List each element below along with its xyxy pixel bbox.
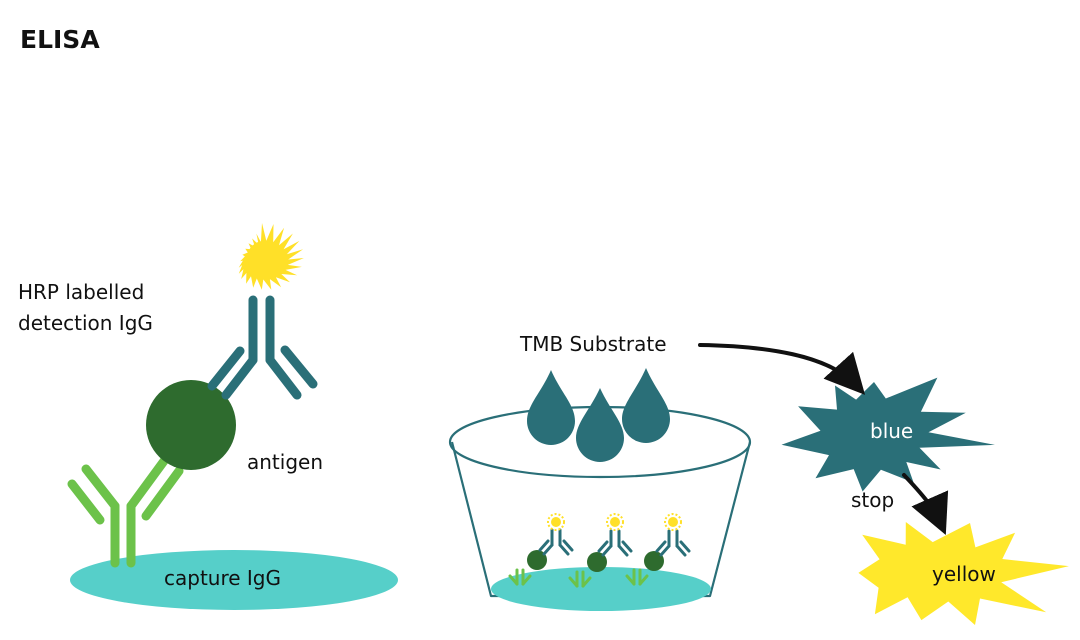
hrp-label-line1: HRP labelled	[18, 280, 144, 304]
well-complex	[568, 513, 633, 588]
substrate-arrow	[698, 343, 866, 395]
droplet-icon	[527, 370, 575, 445]
well-complex	[508, 513, 574, 586]
blue-label: blue	[870, 419, 913, 443]
hrp-label-line2: detection IgG	[18, 311, 153, 335]
antigen-sphere	[146, 380, 236, 470]
capture-antibody-icon	[67, 456, 184, 568]
capture-label: capture IgG	[164, 566, 281, 590]
yellow-starburst-icon	[858, 522, 1069, 625]
droplet-icons	[527, 368, 670, 462]
hrp-sun-icon	[238, 223, 304, 290]
well-bottom-surface	[491, 567, 711, 611]
droplet-icon	[622, 368, 670, 443]
diagram-title: ELISA	[20, 25, 100, 54]
droplet-icon	[576, 388, 624, 462]
detection-antibody-icon	[207, 295, 318, 400]
blue-starburst-icon	[781, 377, 995, 492]
yellow-label: yellow	[932, 562, 996, 586]
stop-label: stop	[851, 488, 894, 512]
antigen-label: antigen	[247, 450, 323, 474]
stop-arrow	[902, 473, 949, 535]
well-complex	[625, 513, 691, 586]
capture-plate-surface	[70, 550, 398, 610]
tmb-label: TMB Substrate	[519, 332, 667, 356]
